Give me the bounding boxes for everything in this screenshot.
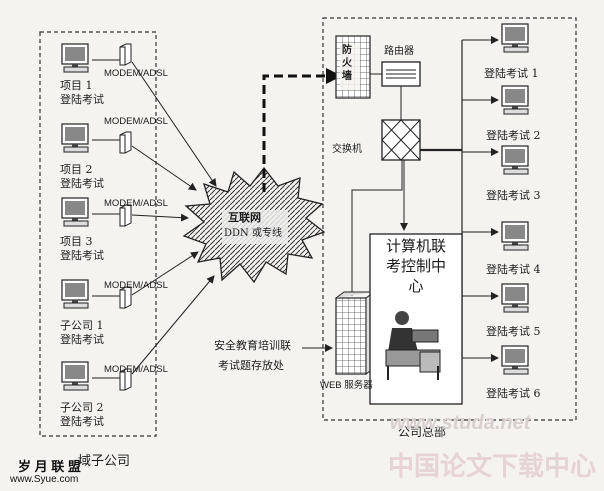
web-server-label: WEB 服务器 xyxy=(320,380,373,391)
terminal-1 xyxy=(462,23,529,53)
hq-group-box xyxy=(322,17,577,421)
control-center-line-1: 计算机联 xyxy=(385,237,446,255)
terminal-2 xyxy=(462,85,529,115)
watermark-right-url: www.studa.net xyxy=(390,412,531,434)
control-center-title: 计算机联 考控制中 心 xyxy=(372,236,460,296)
hq-group-label: 公司总部 xyxy=(398,425,447,439)
branch-site-action-1: 登陆考试 xyxy=(60,93,104,106)
switch-label: 交换机 xyxy=(332,144,362,155)
terminal-label-3: 登陆考试 3 xyxy=(486,189,541,202)
branch-link-label-2: MODEM/ADSL xyxy=(104,116,168,127)
terminal-label-4: 登陆考试 4 xyxy=(486,263,541,276)
branch-group-label: 域子公司 xyxy=(78,454,131,469)
watermark-left-url: www.Syue.com xyxy=(10,474,79,485)
router-label: 路由器 xyxy=(384,46,414,57)
branch-site-4 xyxy=(61,251,199,309)
terminal-label-2: 登陆考试 2 xyxy=(486,129,541,142)
control-center-line-3: 心 xyxy=(408,277,424,295)
watermark-right-title: 中国论文下载中心 xyxy=(388,451,597,481)
branch-site-2 xyxy=(61,123,197,191)
branch-link-label-4: MODEM/ADSL xyxy=(104,280,168,291)
terminal-label-1: 登陆考试 1 xyxy=(484,67,539,80)
branch-site-action-2: 登陆考试 xyxy=(60,177,104,190)
internet-sub-label: DDN 或专线 xyxy=(224,228,282,239)
terminal-6 xyxy=(462,345,529,375)
branch-link-label-5: MODEM/ADSL xyxy=(104,364,168,375)
branch-site-name-5: 子公司 2 xyxy=(60,401,104,414)
branch-site-1 xyxy=(61,43,217,187)
branch-site-name-1: 项目 1 xyxy=(60,79,93,92)
branch-site-name-2: 项目 2 xyxy=(60,163,93,176)
branch-site-action-5: 登陆考试 xyxy=(60,415,104,428)
branch-link-label-3: MODEM/ADSL xyxy=(104,198,168,209)
terminal-label-5: 登陆考试 5 xyxy=(486,325,541,338)
internet-label: 互联网 xyxy=(228,211,261,224)
watermark-left-title: 岁 月 联 盟 xyxy=(18,459,81,474)
branch-site-action-4: 登陆考试 xyxy=(60,333,104,346)
internet-uplink xyxy=(262,74,328,192)
branch-site-3 xyxy=(61,197,189,227)
control-center-line-2: 考控制中 xyxy=(385,257,446,275)
terminal-5 xyxy=(462,283,529,313)
branch-site-5 xyxy=(61,275,215,391)
web-server-icon xyxy=(335,297,367,375)
control-center-box xyxy=(369,233,463,405)
branch-site-name-3: 项目 3 xyxy=(60,235,93,248)
firewall-label: 防火墙 xyxy=(342,45,352,82)
terminal-4 xyxy=(462,221,529,251)
storage-label-1: 安全教育培训联 xyxy=(214,339,291,352)
storage-label-2: 考试题存放处 xyxy=(218,359,284,372)
branch-group-box xyxy=(39,31,157,437)
terminal-label-6: 登陆考试 6 xyxy=(486,387,541,400)
branch-site-name-4: 子公司 1 xyxy=(60,319,104,332)
terminal-3 xyxy=(462,145,529,175)
operator-at-desk-icon xyxy=(385,311,441,380)
branch-link-label-1: MODEM/ADSL xyxy=(104,68,168,79)
branch-site-action-3: 登陆考试 xyxy=(60,249,104,262)
